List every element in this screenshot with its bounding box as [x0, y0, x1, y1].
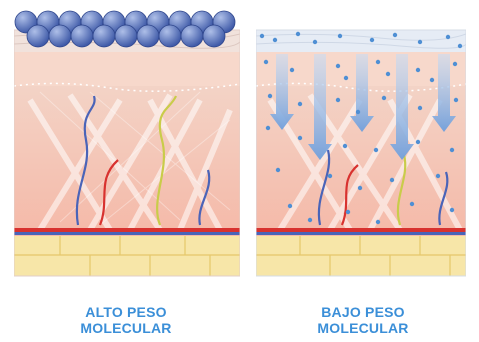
- hyaluronic-molecule-icon: [430, 78, 434, 82]
- caption-line-1: BAJO PESO: [263, 304, 463, 320]
- hyaluronic-molecule-icon: [358, 186, 362, 190]
- hyaluronic-molecule-icon: [356, 110, 360, 114]
- hyaluronic-molecule-icon: [276, 168, 280, 172]
- hyaluronic-molecule-icon: [328, 174, 332, 178]
- fat-layer: [256, 236, 466, 276]
- hyaluronic-molecule-icon: [450, 208, 454, 212]
- hyaluronic-molecule-icon: [418, 106, 422, 110]
- hyaluronic-molecule-icon: [159, 25, 181, 47]
- skin-cross-section-figure: [0, 0, 479, 290]
- hyaluronic-molecule-icon: [181, 25, 203, 47]
- hyaluronic-molecule-icon: [268, 94, 272, 98]
- hyaluronic-molecule-icon: [416, 68, 420, 72]
- artery: [14, 228, 240, 232]
- hyaluronic-molecule-icon: [264, 60, 268, 64]
- hyaluronic-molecule-icon: [416, 140, 420, 144]
- hyaluronic-molecule-icon: [203, 25, 225, 47]
- hyaluronic-molecule-icon: [290, 68, 294, 72]
- hyaluronic-molecule-icon: [453, 62, 457, 66]
- hyaluronic-molecule-icon: [93, 25, 115, 47]
- papillary-layer: [14, 50, 240, 86]
- hyaluronic-molecule-icon: [308, 218, 312, 222]
- hyaluronic-molecule-icon: [71, 25, 93, 47]
- hyaluronic-molecule-icon: [338, 34, 342, 38]
- left-skin-panel: [14, 30, 240, 276]
- hyaluronic-molecule-icon: [370, 38, 374, 42]
- hyaluronic-molecule-icon: [336, 64, 340, 68]
- hyaluronic-molecule-icon: [346, 210, 350, 214]
- hyaluronic-molecule-icon: [266, 126, 270, 130]
- hyaluronic-molecule-icon: [343, 144, 347, 148]
- hyaluronic-molecule-icon: [288, 204, 292, 208]
- hyaluronic-molecule-icon: [27, 25, 49, 47]
- hyaluronic-molecule-icon: [296, 32, 300, 36]
- vein: [256, 232, 466, 235]
- caption-line-2: MOLECULAR: [263, 320, 463, 336]
- hyaluronic-molecule-icon: [393, 33, 397, 37]
- hyaluronic-molecule-icon: [336, 98, 340, 102]
- hyaluronic-molecule-icon: [273, 38, 277, 42]
- hyaluronic-molecule-icon: [376, 220, 380, 224]
- caption-low-molecular-weight: BAJO PESO MOLECULAR: [263, 304, 463, 336]
- hyaluronic-molecule-icon: [298, 102, 302, 106]
- fat-layer: [14, 236, 240, 276]
- hyaluronic-molecule-icon: [458, 44, 462, 48]
- hyaluronic-molecule-icon: [410, 202, 414, 206]
- hyaluronic-molecule-icon: [390, 178, 394, 182]
- hyaluronic-molecule-icon: [446, 35, 450, 39]
- hyaluronic-molecule-icon: [137, 25, 159, 47]
- hyaluronic-molecule-icon: [313, 40, 317, 44]
- vein: [14, 232, 240, 235]
- caption-line-1: ALTO PESO: [26, 304, 226, 320]
- hyaluronic-molecule-icon: [260, 34, 264, 38]
- hyaluronic-molecule-icon: [376, 60, 380, 64]
- epidermis-layer: [256, 30, 466, 52]
- caption-line-2: MOLECULAR: [26, 320, 226, 336]
- hyaluronic-molecule-icon: [454, 98, 458, 102]
- hyaluronic-molecule-icon: [344, 76, 348, 80]
- artery: [256, 228, 466, 232]
- hyaluronic-molecule-icon: [450, 148, 454, 152]
- hyaluronic-molecule-icon: [115, 25, 137, 47]
- hyaluronic-molecule-icon: [418, 40, 422, 44]
- hyaluronic-molecule-icon: [436, 174, 440, 178]
- hyaluronic-molecule-icon: [374, 148, 378, 152]
- hyaluronic-molecule-icon: [386, 72, 390, 76]
- caption-high-molecular-weight: ALTO PESO MOLECULAR: [26, 304, 226, 336]
- hyaluronic-molecule-icon: [298, 136, 302, 140]
- hyaluronic-molecule-icon: [382, 96, 386, 100]
- hyaluronic-molecule-icon: [49, 25, 71, 47]
- right-skin-panel: [256, 30, 466, 276]
